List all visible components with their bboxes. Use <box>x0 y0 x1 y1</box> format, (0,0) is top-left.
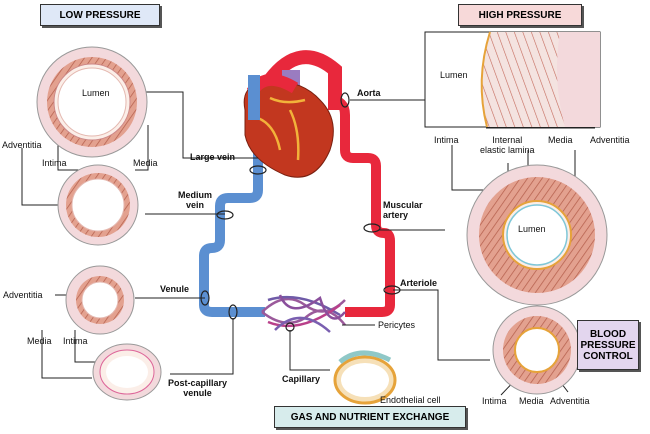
lumen-label-aorta: Lumen <box>440 70 468 80</box>
muscular-artery-label: Muscular artery <box>383 200 423 220</box>
muscular-artery-section <box>466 164 608 306</box>
medium-vein-line-2: vein <box>186 200 205 210</box>
adventitia-label-2: Adventitia <box>3 290 43 300</box>
blood-pressure-control-box: BLOOD PRESSURE CONTROL <box>577 320 639 370</box>
media-label-2: Media <box>27 336 52 346</box>
capillary-bed <box>261 294 346 333</box>
gas-exchange-box: GAS AND NUTRIENT EXCHANGE <box>274 406 466 428</box>
venule-label: Venule <box>160 284 190 294</box>
media-label-4: Media <box>519 396 544 406</box>
venule-section <box>65 265 135 335</box>
low-pressure-box: LOW PRESSURE <box>40 4 160 26</box>
bp-line-3: CONTROL <box>583 350 633 362</box>
bp-line-1: BLOOD <box>589 328 627 340</box>
adventitia-label-4: Adventitia <box>550 396 590 406</box>
endothelial-label: Endothelial cell <box>380 395 441 405</box>
media-label-3: Media <box>548 135 573 145</box>
internal-elastic-label: Internal elastic lamina <box>480 135 535 155</box>
post-capillary-label: Post-capillary venule <box>168 378 227 398</box>
large-vein-label: Large vein <box>190 152 236 162</box>
media-label-1: Media <box>133 158 158 168</box>
medium-vein-line-1: Medium <box>178 190 213 200</box>
arteriole-section <box>492 305 582 395</box>
intima-label-1: Intima <box>42 158 67 168</box>
lumen-label-large-vein: Lumen <box>82 88 110 98</box>
adventitia-label-3: Adventitia <box>590 135 630 145</box>
heart-illustration <box>243 70 334 178</box>
muscular-artery-line-2: artery <box>383 210 409 220</box>
post-capillary-line-2: venule <box>183 388 212 398</box>
internal-elastic-line-1: Internal <box>492 135 523 145</box>
capillary-label: Capillary <box>282 374 321 384</box>
post-capillary-section <box>92 343 162 401</box>
lumen-label-muscular-artery: Lumen <box>518 224 546 234</box>
bp-line-2: PRESSURE <box>580 339 636 351</box>
high-pressure-box: HIGH PRESSURE <box>458 4 582 26</box>
pericytes-label: Pericytes <box>378 320 416 330</box>
artery-path <box>329 95 395 317</box>
medium-vein-label: Medium vein <box>178 190 212 210</box>
large-vein-section <box>36 46 148 158</box>
intima-label-3: Intima <box>434 135 459 145</box>
post-capillary-line-1: Post-capillary <box>168 378 228 388</box>
internal-elastic-line-2: elastic lamina <box>480 145 535 155</box>
aorta-label: Aorta <box>357 88 381 98</box>
aorta-arch <box>264 50 342 110</box>
intima-label-2: Intima <box>63 336 88 346</box>
vein-path <box>199 140 265 317</box>
medium-vein-section <box>57 164 139 246</box>
capillary-section <box>333 350 397 405</box>
aorta-wall-section <box>424 31 601 128</box>
adventitia-label-1: Adventitia <box>2 140 42 150</box>
arteriole-label: Arteriole <box>400 278 438 288</box>
muscular-artery-line-1: Muscular <box>383 200 423 210</box>
intima-label-4: Intima <box>482 396 507 406</box>
